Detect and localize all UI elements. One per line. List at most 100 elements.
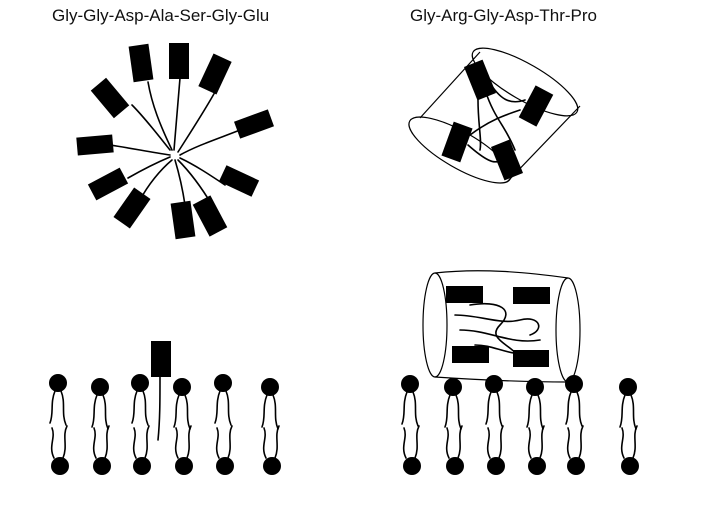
lipid-head-bottom <box>487 457 505 475</box>
lipid-tail <box>50 427 55 459</box>
lipid-tail <box>496 391 503 427</box>
micelle-block <box>169 43 189 79</box>
lipid-tail <box>578 425 584 459</box>
lipid-tail <box>62 425 68 459</box>
lipid-head-bottom <box>133 457 151 475</box>
lipid-tail <box>537 394 544 430</box>
cylinder-block <box>518 85 554 127</box>
lipid-tail <box>630 394 637 430</box>
micelle-block <box>90 77 130 119</box>
membrane-cylinder-block <box>452 346 489 363</box>
lipid-tail <box>485 391 492 425</box>
lipid-head-bottom <box>621 457 639 475</box>
lipid-tail <box>576 391 583 427</box>
lipid-tail <box>131 390 138 424</box>
lipid-tail <box>526 394 533 428</box>
cylinder-block <box>441 121 473 163</box>
lipid-head-top <box>131 374 149 392</box>
micelle-top-left <box>76 43 274 240</box>
lipid-tail <box>144 425 150 459</box>
lipid-tail <box>445 427 450 459</box>
membrane-cylinder-block <box>513 350 549 367</box>
lipid-head-top <box>401 375 419 393</box>
lipid-tail <box>527 427 532 459</box>
lipid-tail <box>412 391 419 427</box>
micelle-block <box>76 134 114 156</box>
lipid-tail <box>274 425 280 459</box>
lipid-head-bottom <box>216 457 234 475</box>
lipid-tail <box>272 394 279 430</box>
lipid-head-top <box>91 378 109 396</box>
lipid-tail <box>565 391 572 425</box>
lipid-tail <box>486 427 491 459</box>
lipid-tail <box>402 427 407 459</box>
lipid-tail <box>104 425 110 459</box>
lipid-head-bottom <box>528 457 546 475</box>
membrane-left <box>49 374 281 475</box>
lipid-tail <box>401 391 408 425</box>
lipid-head-bottom <box>567 457 585 475</box>
lipid-head-bottom <box>175 457 193 475</box>
lipid-tail <box>186 425 192 459</box>
lipid-tail <box>142 390 149 426</box>
lipid-tail <box>225 390 232 426</box>
lipid-tail <box>414 425 420 459</box>
lipid-head-top <box>526 378 544 396</box>
micelle-block <box>234 109 274 139</box>
lipid-tail <box>620 427 625 459</box>
lipid-tail <box>92 427 97 459</box>
membrane-cylinder-block <box>513 287 550 304</box>
lipid-head-bottom <box>51 457 69 475</box>
membrane-right <box>401 375 639 475</box>
cylinder-on-membrane <box>422 270 581 383</box>
cylinder-block <box>490 139 524 181</box>
lipid-tail <box>227 425 233 459</box>
micelle-block <box>192 195 228 237</box>
membrane-cylinder-block <box>446 286 483 303</box>
right-peptide-title: Gly-Arg-Gly-Asp-Thr-Pro <box>410 6 598 25</box>
micelle-block <box>113 187 151 229</box>
lipid-head-top <box>49 374 67 392</box>
lipid-tail <box>214 390 221 424</box>
lipid-tail <box>262 427 267 459</box>
lipid-tail <box>91 394 98 428</box>
micelle-block <box>218 165 260 197</box>
lipid-tail <box>444 394 451 428</box>
lipid-tail <box>261 394 268 428</box>
inserted-peptide <box>151 341 171 441</box>
lipid-tail <box>566 427 571 459</box>
lipid-head-top <box>214 374 232 392</box>
cylinder-block <box>463 59 497 101</box>
lipid-tail <box>539 425 545 459</box>
micelle-block <box>128 43 154 83</box>
lipid-head-top <box>261 378 279 396</box>
lipid-tail <box>173 394 180 428</box>
lipid-tail <box>60 390 67 426</box>
micelle-block <box>87 167 129 201</box>
lipid-tail <box>49 390 56 424</box>
lipid-head-top <box>173 378 191 396</box>
micelle-block <box>198 53 232 95</box>
lipid-tail <box>215 427 220 459</box>
lipid-tail <box>132 427 137 459</box>
lipid-tail <box>498 425 504 459</box>
lipid-tail <box>174 427 179 459</box>
lipid-head-bottom <box>446 457 464 475</box>
lipid-tail <box>457 425 463 459</box>
lipid-head-top <box>485 375 503 393</box>
micelle-block <box>170 200 196 240</box>
lipid-tail <box>184 394 191 430</box>
lipid-head-top <box>565 375 583 393</box>
left-peptide-title: Gly-Gly-Asp-Ala-Ser-Gly-Glu <box>52 6 270 25</box>
lipid-head-bottom <box>263 457 281 475</box>
lipid-head-bottom <box>403 457 421 475</box>
lipid-tail <box>619 394 626 428</box>
lipid-head-top <box>619 378 637 396</box>
lipid-tail <box>632 425 638 459</box>
lipid-tail <box>455 394 462 430</box>
cylinder-top-right <box>408 47 581 184</box>
lipid-head-bottom <box>93 457 111 475</box>
lipid-tail <box>102 394 109 430</box>
lipid-head-top <box>444 378 462 396</box>
